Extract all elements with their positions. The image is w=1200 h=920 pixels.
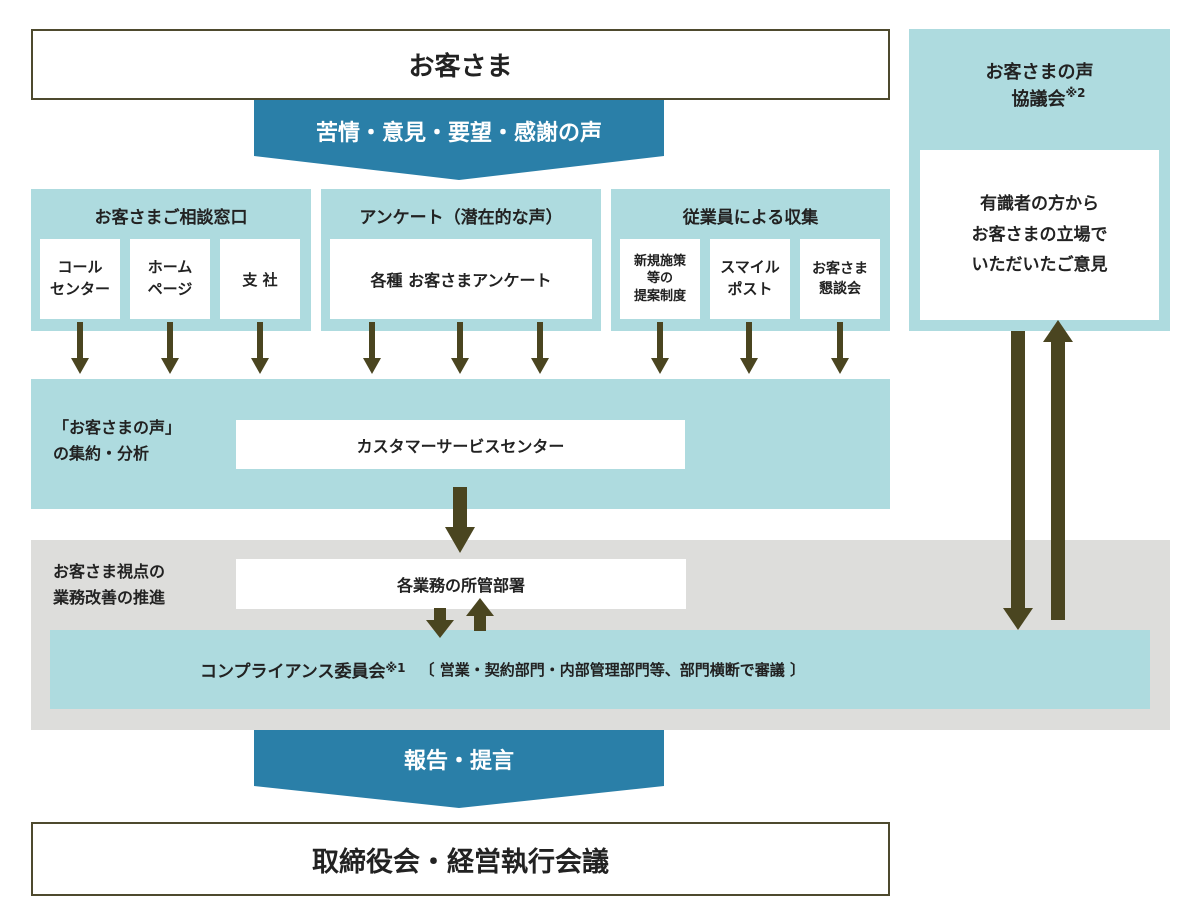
channel-group-survey: アンケート（潜在的な声） 各種 お客さまアンケート bbox=[321, 189, 601, 331]
report-banner-label: 報告・提言 bbox=[403, 749, 514, 774]
channel-item-homepage: ホーム ページ bbox=[130, 239, 210, 319]
customer-box: お客さま bbox=[31, 29, 890, 100]
voices-banner-shape bbox=[254, 100, 664, 180]
up-arrow-icon bbox=[466, 598, 494, 631]
council-title-line1: お客さまの声 bbox=[985, 62, 1094, 83]
board-box: 取締役会・経営執行会議 bbox=[31, 822, 890, 896]
channel-title-employee: 従業員による収集 bbox=[682, 207, 819, 228]
down-arrow-icon bbox=[1003, 331, 1033, 630]
council-title-line2: 協議会 bbox=[1011, 89, 1066, 110]
compliance-box: コンプライアンス委員会※1 〔 営業・契約部門・内部管理部門等、部門横断で審議 … bbox=[50, 630, 1150, 709]
down-arrow-icon bbox=[363, 322, 381, 374]
voices-banner-label: 苦情・意見・要望・感謝の声 bbox=[315, 121, 602, 146]
down-arrow-icon bbox=[651, 322, 669, 374]
channel-item-call-center: コール センター bbox=[40, 239, 120, 319]
down-arrow-icon bbox=[161, 322, 179, 374]
customer-service-center: カスタマーサービスセンター bbox=[236, 420, 685, 469]
report-banner-shape bbox=[254, 730, 664, 808]
down-arrow-icon bbox=[71, 322, 89, 374]
council-note: ※2 bbox=[1065, 86, 1086, 100]
compliance-detail: 〔 営業・契約部門・内部管理部門等、部門横断で審議 〕 bbox=[419, 661, 805, 679]
voices-banner: 苦情・意見・要望・感謝の声 bbox=[254, 100, 664, 182]
compliance-note: ※1 bbox=[385, 660, 406, 675]
down-arrow-icon bbox=[740, 322, 758, 374]
compliance-label: コンプライアンス委員会 bbox=[200, 662, 386, 682]
channel-item-meeting: お客さま 懇談会 bbox=[800, 239, 880, 319]
channel-title-survey: アンケート（潜在的な声） bbox=[359, 207, 563, 228]
channel-item-survey: 各種 お客さまアンケート bbox=[330, 239, 592, 319]
channel-item-proposal: 新規施策 等の 提案制度 bbox=[620, 239, 700, 319]
down-arrow-icon bbox=[831, 322, 849, 374]
down-arrow-icon bbox=[426, 608, 454, 638]
board-label: 取締役会・経営執行会議 bbox=[312, 846, 609, 878]
channel-group-consultation: お客さまご相談窓口 コール センター ホーム ページ 支 社 bbox=[31, 189, 311, 331]
department-box: 各業務の所管部署 bbox=[236, 559, 686, 609]
aggregation-side-label: 「お客さまの声」 の集約・分析 bbox=[53, 418, 182, 463]
up-arrow-icon bbox=[1043, 320, 1073, 620]
channel-item-smile-post: スマイル ポスト bbox=[710, 239, 790, 319]
improvement-side-label: お客さま視点の 業務改善の推進 bbox=[53, 562, 166, 607]
council-panel: お客さまの声 協議会※2 有識者の方から お客さまの立場で いただいたご意見 bbox=[909, 29, 1170, 331]
council-title-line2-wrap: 協議会※2 bbox=[909, 86, 1170, 113]
down-arrow-icon bbox=[451, 322, 469, 374]
channel-title-consultation: お客さまご相談窓口 bbox=[94, 207, 248, 228]
down-arrow-icon bbox=[251, 322, 269, 374]
customer-label: お客さま bbox=[408, 52, 513, 82]
down-arrow-icon bbox=[445, 487, 475, 553]
channel-item-branch: 支 社 bbox=[220, 239, 300, 319]
council-body: 有識者の方から お客さまの立場で いただいたご意見 bbox=[920, 150, 1159, 320]
down-arrow-icon bbox=[531, 322, 549, 374]
improvement-band: お客さま視点の 業務改善の推進 各業務の所管部署 コンプライアンス委員会※1 〔… bbox=[31, 540, 1170, 730]
report-banner: 報告・提言 bbox=[254, 730, 664, 810]
channel-group-employee: 従業員による収集 新規施策 等の 提案制度 スマイル ポスト お客さま 懇談会 bbox=[611, 189, 890, 331]
council-title: お客さまの声 協議会※2 bbox=[909, 59, 1170, 113]
